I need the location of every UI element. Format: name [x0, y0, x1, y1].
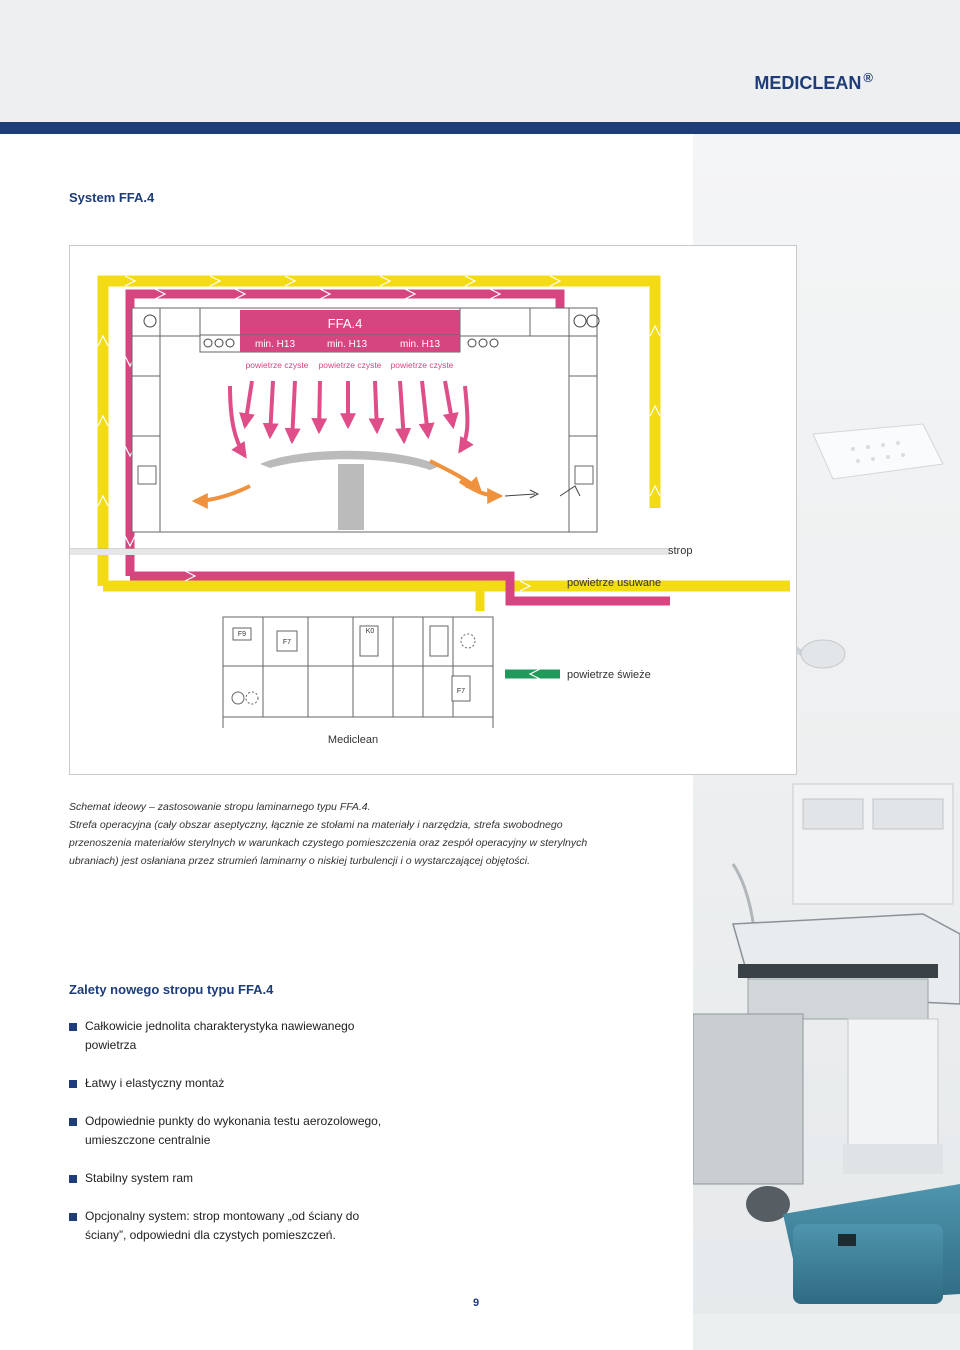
list-item: Opcjonalny system: strop montowany „od ś… [69, 1207, 389, 1245]
header-divider [0, 122, 960, 134]
filter-label-1: min. H13 [255, 339, 295, 350]
clean-air-label-1: powietrze czyste [246, 360, 309, 370]
list-item: Całkowicie jednolita charakterystyka naw… [69, 1017, 389, 1055]
ffa4-label: FFA.4 [328, 316, 363, 331]
header-bar [0, 0, 960, 122]
ceiling-label: strop [668, 545, 692, 557]
filter-label-3: min. H13 [400, 339, 440, 350]
bullet-square-icon [69, 1175, 77, 1183]
operating-table [260, 450, 440, 470]
fresh-air-label: powietrze świeże [567, 669, 651, 681]
diagram-caption: Schemat ideowy – zastosowanie stropu lam… [69, 798, 609, 870]
ffa4-diagram: FFA.4 min. H13 min. H13 min. H13 powietr… [69, 245, 797, 775]
unit-tag-f7-right: F7 [457, 688, 465, 695]
supply-duct [125, 289, 670, 606]
advantages-list: Całkowicie jednolita charakterystyka naw… [69, 1017, 389, 1264]
list-item: Odpowiednie punkty do wykonania testu ae… [69, 1112, 389, 1150]
caption-body: Strefa operacyjna (cały obszar aseptyczn… [69, 819, 588, 867]
page-number: 9 [473, 1297, 480, 1309]
clean-air-label-3: powietrze czyste [391, 360, 454, 370]
mediclean-label: Mediclean [328, 734, 378, 746]
list-item: Stabilny system ram [69, 1169, 389, 1188]
mediclean-unit [222, 616, 494, 728]
bullet-square-icon [69, 1080, 77, 1088]
ffa4-panel [240, 310, 460, 335]
unit-tag-k0: K0 [366, 628, 375, 635]
list-item: Łatwy i elastyczny montaż [69, 1074, 389, 1093]
unit-tag-f7-left: F7 [283, 639, 291, 646]
advantages-title: Zalety nowego stropu typu FFA.4 [69, 982, 274, 997]
caption-title: Schemat ideowy – zastosowanie stropu lam… [69, 801, 371, 813]
exhaust-duct [97, 275, 790, 592]
filter-label-2: min. H13 [327, 339, 367, 350]
section-title: System FFA.4 [69, 190, 155, 205]
bullet-square-icon [69, 1213, 77, 1221]
bullet-square-icon [69, 1023, 77, 1031]
clean-air-label-2: powietrze czyste [319, 360, 382, 370]
brand-logo: MEDICLEAN® [754, 70, 873, 93]
bullet-square-icon [69, 1118, 77, 1126]
exhaust-air-label: powietrze usuwane [567, 577, 661, 589]
unit-tag-f9: F9 [238, 631, 246, 638]
operating-room-photo [693, 134, 960, 1350]
